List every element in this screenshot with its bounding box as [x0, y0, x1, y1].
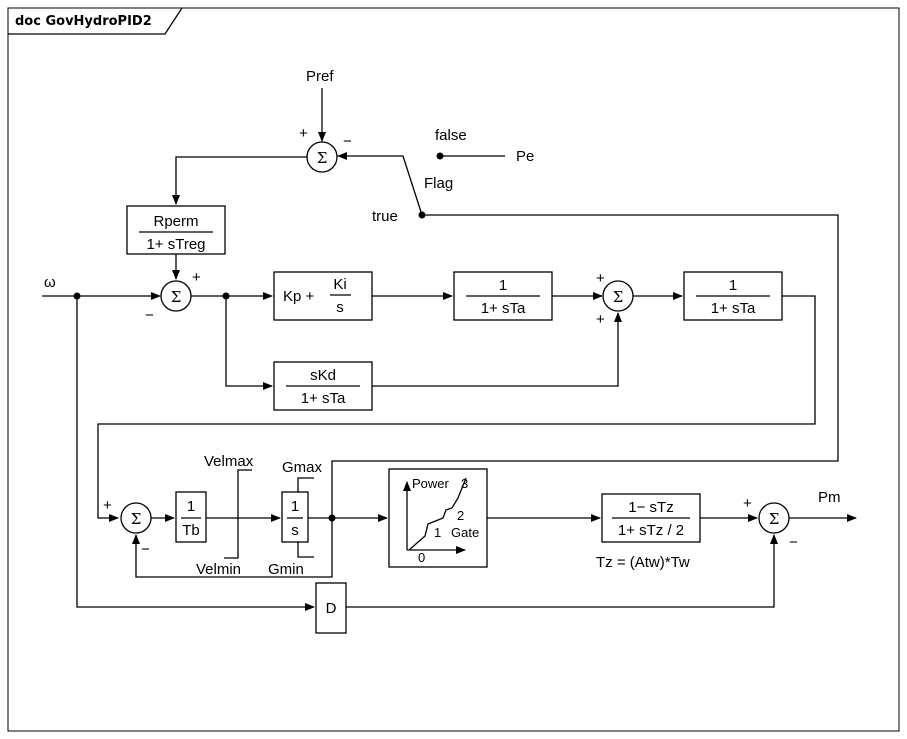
tz-note: Tz = (Atw)*Tw	[596, 554, 690, 571]
sum-out-sigma: Σ	[769, 510, 780, 528]
integrator-denominator: s	[291, 522, 299, 539]
gate-curve-power-label: Power	[412, 476, 450, 491]
deriv-denominator: 1+ sTa	[301, 390, 346, 407]
integrator-numerator: 1	[291, 498, 299, 515]
flag-label: Flag	[424, 175, 453, 192]
d-to-sum-wire	[346, 534, 778, 608]
frame-title: doc GovHydroPID2	[15, 14, 152, 29]
gmin-label: Gmin	[268, 561, 304, 578]
sum-pid-plus-bottom: +	[596, 311, 605, 328]
tb-denominator: Tb	[182, 522, 200, 539]
pi-kp: Kp +	[283, 288, 315, 305]
frame-title-tab	[8, 7, 183, 35]
lag1-numerator: 1	[499, 277, 507, 294]
pref-label: Pref	[306, 68, 334, 85]
water-denominator: 1+ sTz / 2	[618, 522, 684, 539]
rperm-denominator: 1+ sTreg	[146, 236, 205, 253]
gmax-label: Gmax	[282, 459, 323, 476]
sum-main-minus: −	[145, 307, 154, 324]
pm-label: Pm	[818, 489, 841, 506]
gate-curve-point-1: 1	[434, 525, 441, 540]
sum-pid-plus-top: +	[596, 270, 605, 287]
velocity-limiter	[224, 469, 252, 559]
gate-position-feedback-wire	[132, 518, 333, 578]
flag-true-label: true	[372, 208, 398, 225]
sum-main-sigma: Σ	[171, 288, 182, 306]
gate-curve-origin: 0	[418, 550, 425, 565]
tb-block	[175, 491, 207, 543]
sum-vel-plus: +	[103, 497, 112, 514]
sum-vel-sigma: Σ	[131, 510, 142, 528]
gmax-limit-line	[297, 477, 314, 492]
pi-s: s	[336, 299, 344, 316]
gate-curve-gate-label: Gate	[451, 525, 479, 540]
sum-out-plus: +	[743, 495, 752, 512]
deriv-to-sum-wire	[372, 312, 622, 387]
omega-label: ω	[44, 274, 56, 291]
deriv-branch-wire	[225, 296, 273, 390]
lag2-numerator: 1	[729, 277, 737, 294]
sum-out-minus: −	[789, 534, 798, 551]
tb-numerator: 1	[187, 498, 195, 515]
d-block	[315, 582, 347, 634]
gate-curve-point-2: 2	[457, 508, 464, 523]
rperm-numerator: Rperm	[153, 213, 198, 230]
water-numerator: 1− sTz	[628, 499, 673, 516]
gmin-limit-line	[297, 542, 314, 558]
integrator-block	[281, 491, 309, 543]
gate-feedback-wire	[331, 214, 839, 518]
gate-curve-line	[408, 477, 467, 551]
d-block-label: D	[326, 600, 337, 617]
sum-to-rperm-wire	[172, 156, 307, 205]
sum-pref-plus: +	[299, 125, 308, 142]
flag-false-label: false	[435, 127, 467, 144]
pi-ki: Ki	[333, 276, 346, 293]
flag-switch-arm	[337, 152, 423, 216]
sum-pref-sigma: Σ	[317, 149, 328, 167]
lag1-denominator: 1+ sTa	[481, 300, 526, 317]
deriv-numerator: sKd	[310, 367, 336, 384]
velmax-label: Velmax	[204, 453, 254, 470]
velmin-label: Velmin	[196, 561, 241, 578]
omega-to-d-wire	[76, 296, 315, 611]
sum-main-plus: +	[192, 269, 201, 286]
sum-vel-minus: −	[141, 541, 150, 558]
lag2-to-velsum-wire	[97, 295, 816, 522]
pe-label: Pe	[516, 148, 534, 165]
sum-pref-minus: −	[343, 133, 352, 150]
gate-curve-point-3: 3	[461, 476, 468, 491]
sum-pid-sigma: Σ	[613, 288, 624, 306]
lag2-denominator: 1+ sTa	[711, 300, 756, 317]
diagram-frame	[7, 7, 900, 732]
